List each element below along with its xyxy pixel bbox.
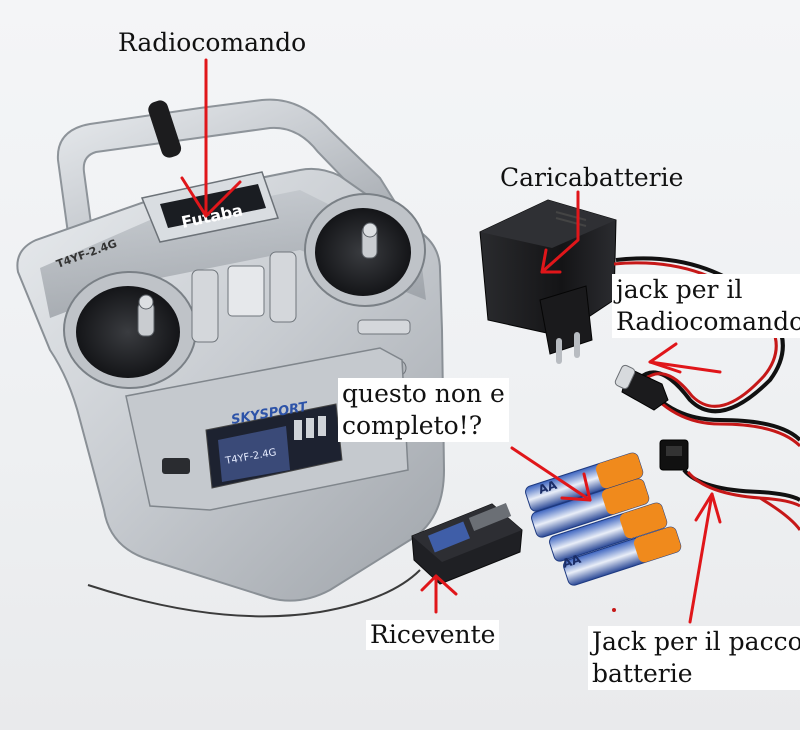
label-ricevente: Ricevente (366, 620, 500, 650)
battery-pack-connector (659, 439, 800, 531)
transmitter: Futaba T4YF-2.4G (16, 98, 446, 602)
label-caricabatterie-text: Caricabatterie (500, 163, 684, 192)
label-jack-pacco-line1: Jack per il pacco (592, 627, 800, 656)
label-caricabatterie: Caricabatterie (500, 163, 683, 193)
label-jack-pacco-line2: batterie (592, 659, 693, 688)
battery-aa-text-2: AA (561, 552, 584, 571)
display-panel: T4YF-2.4G (205, 403, 343, 489)
label-questo-line1: questo non e (342, 379, 505, 408)
label-jack-radiocomando-line1: jack per il (616, 275, 743, 304)
label-questo-non-e-completo: questo non e completo!? (338, 378, 509, 442)
brand-badge: Futaba (140, 171, 279, 243)
small-switch (162, 458, 190, 474)
left-stick (63, 271, 197, 389)
label-ricevente-text: Ricevente (370, 620, 496, 649)
aa-batteries: AA AA (525, 452, 682, 586)
receiver (87, 503, 523, 618)
battery-aa-text: AA (537, 478, 560, 497)
antenna (148, 100, 182, 158)
carry-handle (56, 98, 397, 250)
arrow-jack-pacco (688, 492, 714, 624)
label-jack-radiocomando: jack per il Radiocomando (612, 274, 800, 338)
arrow-jack-radiocomando (648, 360, 722, 374)
annotation-arrows (180, 58, 722, 624)
receiver-antenna-wire (87, 569, 421, 618)
arrow-questo (510, 446, 592, 502)
small-red-dot (612, 608, 616, 612)
charger (479, 199, 617, 364)
label-radiocomando-text: Radiocomando (118, 28, 307, 57)
arrow-caricabatterie (540, 190, 580, 274)
label-questo-line2: completo!? (342, 411, 483, 440)
label-radiocomando: Radiocomando (118, 28, 306, 58)
label-jack-radiocomando-line2: Radiocomando (616, 307, 800, 336)
right-stick (304, 193, 426, 307)
dc-jack (614, 364, 669, 411)
label-jack-pacco-batterie: Jack per il pacco batterie (588, 626, 800, 690)
